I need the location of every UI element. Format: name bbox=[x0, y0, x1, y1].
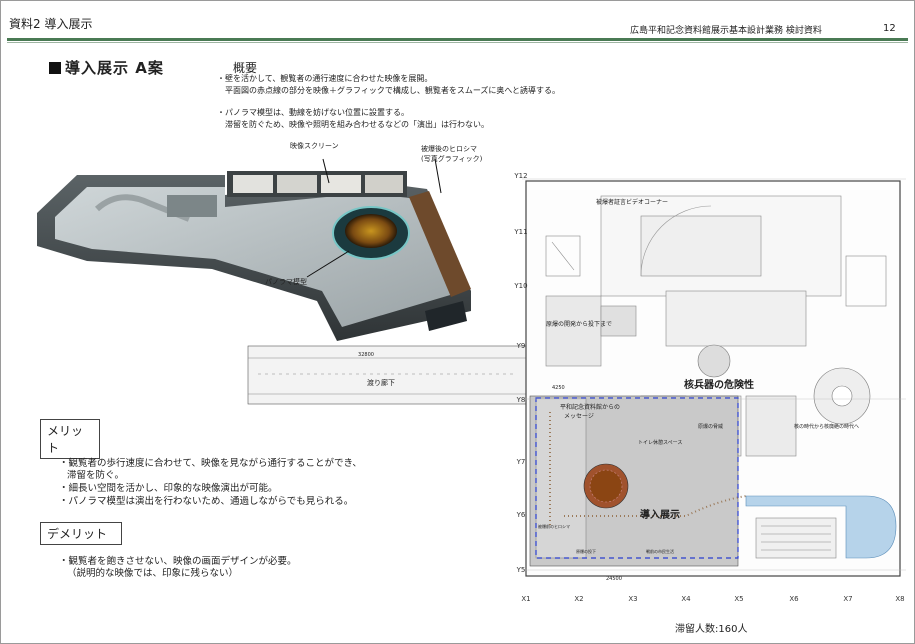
room-before-bomb: 被爆前のヒロシマ bbox=[538, 523, 570, 529]
grid-col-label: X2 bbox=[574, 595, 583, 603]
room-testimony: 被爆者証言ビデオコーナー bbox=[596, 198, 668, 206]
grid-row-label: Y11 bbox=[513, 228, 527, 236]
grid-row-label: Y5 bbox=[516, 566, 526, 574]
grid-col-label: X4 bbox=[681, 595, 691, 603]
floor-plan-svg: Y12 Y11 Y10 Y9 Y8 Y7 Y6 Y5 X1 X2 X3 X4 X… bbox=[247, 172, 906, 603]
room-dropped: 原爆の投下 bbox=[576, 548, 596, 554]
square-bullet-icon bbox=[49, 62, 61, 74]
dimension-total: 24500 bbox=[606, 576, 622, 582]
grid-row-label: Y10 bbox=[513, 282, 527, 290]
demerit-label: デメリット bbox=[40, 522, 122, 545]
dimension-4250: 4250 bbox=[552, 385, 565, 391]
capacity-label: 滞留人数:160人 bbox=[675, 624, 748, 635]
overview-line: ・壁を活かして、観覧者の通行速度に合わせた映像を展開。 bbox=[217, 74, 433, 83]
overview-heading: 概要 bbox=[233, 61, 258, 75]
exhibit-render-svg bbox=[37, 151, 471, 351]
grid-col-label: X3 bbox=[628, 595, 637, 603]
render-label-after-bomb-note: (写真グラフィック) bbox=[421, 155, 483, 163]
room-museum-message: 平和記念資料館からの bbox=[560, 403, 620, 411]
room-museum-message-2: メッセージ bbox=[564, 413, 594, 420]
render-label-screen: 映像スクリーン bbox=[290, 142, 339, 150]
room-intro: 導入展示 bbox=[640, 508, 680, 521]
room-nuclear-era: 核の時代から核廃絶の時代へ bbox=[794, 423, 859, 430]
overview-line: 滞留を防ぐため、映像や照明を組み合わせるなどの「演出」は行わない。 bbox=[225, 120, 489, 129]
merit-line: ・パノラマ模型は演出を行わないため、通過しながらでも見られる。 bbox=[59, 496, 354, 507]
grid-col-label: X6 bbox=[789, 595, 799, 603]
overview-line: 平面図の赤点線の部分を映像＋グラフィックで構成し、観覧者をスムーズに奥へと誘導す… bbox=[225, 86, 561, 95]
render-label-after-bomb: 被爆後のヒロシマ bbox=[421, 145, 477, 153]
corridor-label: 渡り廊下 bbox=[367, 378, 395, 387]
room-corridor-bottom: 戦前の市民生活 bbox=[646, 548, 674, 554]
grid-col-label: X5 bbox=[734, 595, 743, 603]
merit-line: ・観覧者の歩行速度に合わせて、映像を見ながら通行することができ、 bbox=[59, 458, 362, 469]
page-title-text: 導入展示 A案 bbox=[65, 59, 164, 77]
grid-row-label: Y6 bbox=[516, 511, 526, 519]
grid-row-label: Y9 bbox=[516, 342, 526, 350]
project-title: 広島平和記念資料館展示基本設計業務 検討資料 bbox=[630, 26, 822, 36]
grid-row-label: Y8 bbox=[516, 396, 526, 404]
overview-line: ・パノラマ模型は、動線を妨げない位置に設置する。 bbox=[217, 108, 409, 117]
grid-row-label: Y7 bbox=[516, 458, 526, 466]
room-nuclear-danger: 核兵器の危険性 bbox=[684, 378, 754, 391]
demerit-line: （説明的な映像では、印象に残らない） bbox=[67, 568, 239, 579]
merit-line: 滞留を防ぐ。 bbox=[67, 470, 125, 481]
doc-label: 資料2 導入展示 bbox=[9, 17, 93, 31]
page-number: 12 bbox=[883, 23, 896, 34]
room-threat: 原爆の脅威 bbox=[698, 423, 723, 430]
exhibit-render-image bbox=[37, 151, 471, 351]
corridor-dimension: 32800 bbox=[358, 352, 374, 358]
room-toilet: トイレ休憩スペース bbox=[638, 439, 682, 446]
header-rule bbox=[7, 38, 908, 41]
grid-row-label: Y12 bbox=[513, 172, 527, 180]
floor-plan: Y12 Y11 Y10 Y9 Y8 Y7 Y6 Y5 X1 X2 X3 X4 X… bbox=[246, 166, 914, 636]
merit-line: ・細長い空間を活かし、印象的な映像演出が可能。 bbox=[59, 483, 278, 494]
page-title: 導入展示 A案 bbox=[49, 57, 164, 78]
demerit-line: ・観覧者を飽きさせない、映像の画面デザインが必要。 bbox=[59, 556, 297, 567]
grid-col-label: X8 bbox=[895, 595, 904, 603]
merit-label: メリット bbox=[40, 419, 100, 459]
grid-col-label: X7 bbox=[843, 595, 852, 603]
room-development: 原爆の開発から投下まで bbox=[546, 320, 612, 328]
header-rule-thin bbox=[7, 42, 908, 43]
render-label-panorama: パノラマ模型 bbox=[265, 278, 307, 286]
grid-col-label: X1 bbox=[521, 595, 530, 603]
